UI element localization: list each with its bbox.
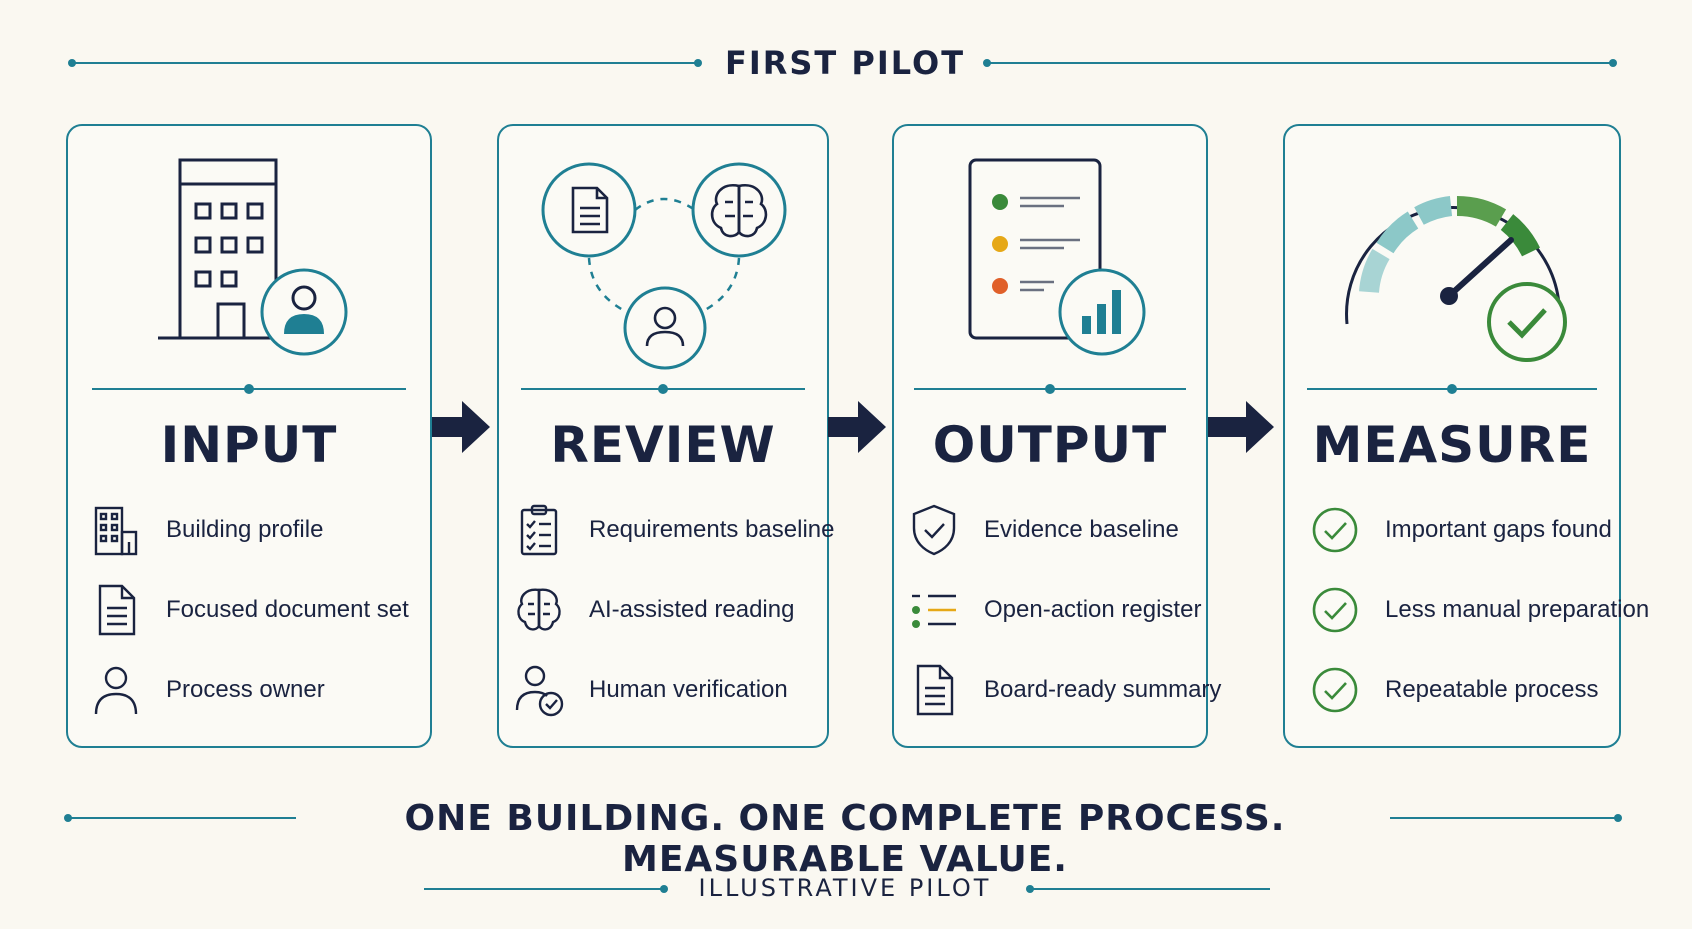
caption: ILLUSTRATIVE PILOT [698, 874, 992, 902]
stage-card-output: OUTPUT Evidence baseline Open-action reg… [892, 124, 1221, 748]
card-divider [914, 384, 1186, 394]
stage-heading: INPUT [160, 416, 338, 474]
brain-icon [511, 582, 567, 638]
page-title: FIRST PILOT [724, 44, 966, 82]
item-label: Focused document set [166, 596, 409, 623]
item-label: Requirements baseline [589, 516, 835, 543]
card-divider [92, 384, 406, 394]
card-divider [521, 384, 805, 394]
item-label: Human verification [589, 676, 788, 703]
caption-rule-left [424, 885, 668, 893]
arrow-right-icon [1208, 397, 1276, 457]
item-label: AI-assisted reading [589, 596, 795, 623]
tagline: ONE BUILDING. ONE COMPLETE PROCESS. MEAS… [404, 798, 1286, 880]
list-item: Less manual preparation [1307, 582, 1649, 638]
stage-heading: MEASURE [1312, 416, 1592, 474]
stage-heading: OUTPUT [932, 416, 1168, 474]
document-icon [88, 582, 144, 638]
shield-check-icon [906, 502, 962, 558]
item-label: Repeatable process [1385, 676, 1599, 703]
list-item: Human verification [511, 662, 788, 718]
list-item: Important gaps found [1307, 502, 1612, 558]
item-label: Board-ready summary [984, 676, 1222, 703]
item-label: Open-action register [984, 596, 1202, 623]
building-icon [88, 502, 144, 558]
report-chart-illustration [894, 144, 1206, 484]
stage-card-input: INPUT Building profile Focused document … [66, 124, 432, 748]
arrow-right-icon [432, 397, 492, 457]
list-item: Focused document set [88, 582, 409, 638]
list-item: Building profile [88, 502, 323, 558]
check-circle-icon [1307, 502, 1363, 558]
list-item: Board-ready summary [906, 662, 1221, 718]
item-label: Building profile [166, 516, 324, 543]
arrow-right-icon [828, 397, 888, 457]
header-rule-left [68, 59, 702, 67]
list-item: AI-assisted reading [511, 582, 794, 638]
card-divider [1307, 384, 1597, 394]
gauge-illustration [1285, 144, 1619, 484]
stage-card-measure: MEASURE Important gaps found Less manual… [1283, 124, 1649, 748]
tagline-rule-left [64, 814, 296, 822]
caption-rule-right [1026, 885, 1270, 893]
list-item: Evidence baseline [906, 502, 1179, 558]
document-icon [906, 662, 962, 718]
stage-card-review: REVIEW Requirements baseline AI-assisted… [497, 124, 834, 748]
person-icon [88, 662, 144, 718]
list-item: Open-action register [906, 582, 1201, 638]
check-circle-icon [1307, 582, 1363, 638]
list-item: Requirements baseline [511, 502, 834, 558]
building-person-illustration [68, 144, 430, 484]
list-item: Repeatable process [1307, 662, 1598, 718]
person-check-icon [511, 662, 567, 718]
list-item: Process owner [88, 662, 325, 718]
header-rule-right [983, 59, 1617, 67]
tagline-rule-right [1390, 814, 1622, 822]
item-label: Less manual preparation [1385, 596, 1650, 623]
item-label: Important gaps found [1385, 516, 1612, 543]
stage-heading: REVIEW [550, 416, 776, 474]
review-cycle-illustration [499, 144, 827, 484]
check-circle-icon [1307, 662, 1363, 718]
item-label: Evidence baseline [984, 516, 1179, 543]
item-label: Process owner [166, 676, 325, 703]
checklist-icon [511, 502, 567, 558]
list-icon [906, 582, 962, 638]
